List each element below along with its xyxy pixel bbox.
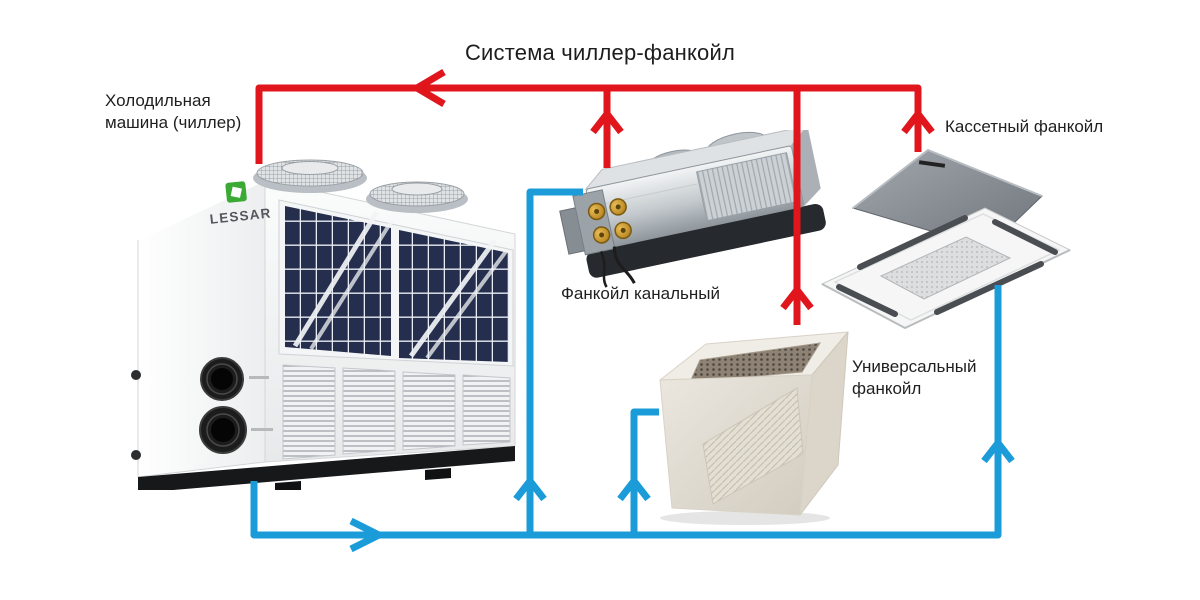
chiller-image: LESSAR (131, 159, 516, 490)
universal-fancoil-image (659, 331, 849, 525)
water-port-icon (199, 406, 273, 454)
fan-cowl-icon (366, 181, 468, 213)
label-cassette-fancoil: Кассетный фанкойл (945, 117, 1104, 136)
chiller-base (138, 446, 515, 490)
flow-arrow-up-icon (513, 475, 547, 502)
chiller-louver-vents (282, 364, 511, 460)
supply-pipe-universal-branch (630, 408, 659, 535)
water-port-icon (200, 357, 269, 401)
coil-fins (695, 152, 798, 222)
flow-arrow-right-icon (349, 517, 387, 553)
label-duct-fancoil: Фанкойл канальный (561, 284, 720, 303)
label-universal-fancoil: Универсальный фанкойл (852, 357, 977, 398)
cassette-air-slots (836, 215, 1058, 317)
flow-arrow-up-icon (780, 284, 814, 311)
duct-fancoil-image (559, 130, 826, 288)
flow-arrow-left-icon (410, 68, 446, 108)
flow-arrow-up-icon (901, 108, 935, 135)
fan-cowl-icon (253, 159, 367, 193)
cassette-center-grille (879, 236, 1012, 300)
flow-arrow-up-icon (617, 475, 651, 502)
chiller-coil-section (278, 199, 514, 367)
diagram-title: Система чиллер-фанкойл (464, 40, 736, 65)
drain-pan (586, 203, 826, 278)
lessar-logo-icon: LESSAR (209, 181, 272, 227)
supply-pipe-duct-branch (526, 188, 583, 535)
cassette-fancoil-image (820, 148, 1072, 330)
chiller-brand-text: LESSAR (209, 205, 272, 226)
flow-arrow-up-icon (981, 437, 1015, 464)
return-pipe-main (255, 84, 922, 164)
supply-pipe-main (250, 285, 1002, 539)
label-chiller: Холодильная машина (чиллер) (105, 91, 242, 132)
flow-arrow-up-icon (590, 108, 624, 135)
brass-valves-icon (587, 198, 632, 244)
universal-front-grille (702, 387, 804, 505)
universal-top-grille (689, 342, 821, 383)
